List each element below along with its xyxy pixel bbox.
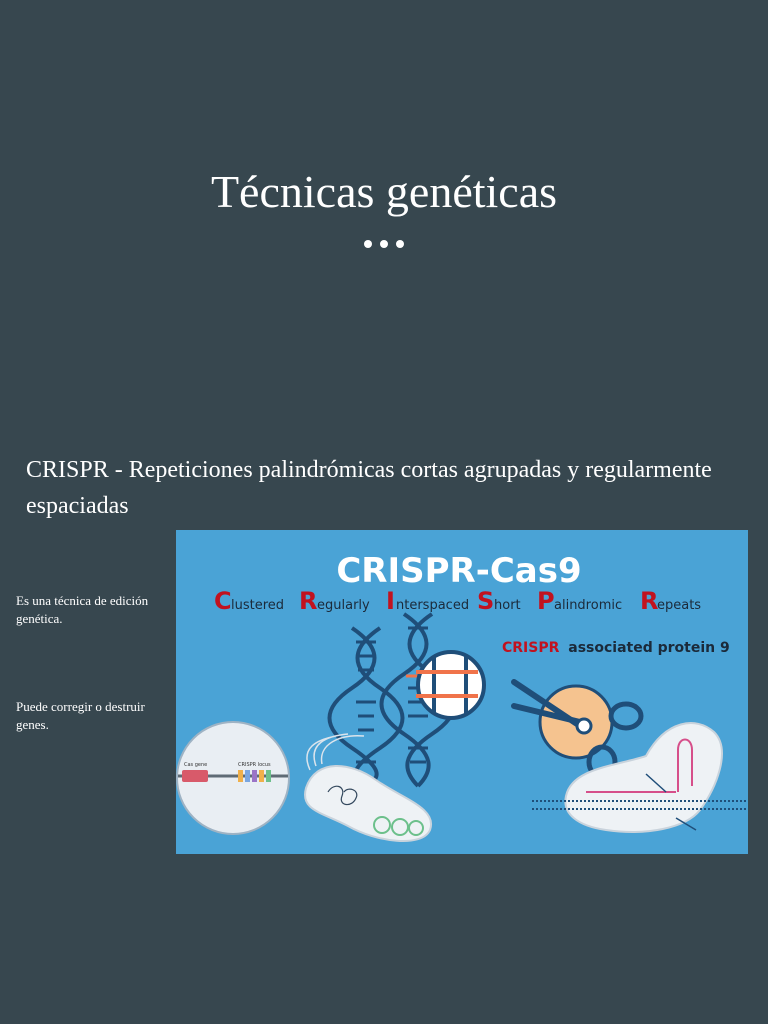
acronym-word: epeats bbox=[657, 598, 701, 613]
acronym-word: egularly bbox=[317, 598, 370, 613]
locus-label: CRISPR locus bbox=[238, 762, 271, 768]
cas9-complex-icon bbox=[532, 722, 748, 833]
acronym-line: C lustered R egularly I nterspaced S hor… bbox=[214, 587, 701, 615]
acronym-initial: R bbox=[299, 587, 317, 615]
section-heading: CRISPR - Repeticiones palindrómicas cort… bbox=[26, 457, 712, 519]
protein-label: CRISPR associated protein 9 bbox=[502, 640, 730, 656]
cas-gene-label: Cas gene bbox=[184, 762, 207, 768]
infographic-heading: CRISPR-Cas9 bbox=[336, 551, 581, 591]
dna-helix-icon bbox=[327, 626, 405, 788]
acronym-initial: C bbox=[214, 587, 232, 615]
acronym-word: lustered bbox=[231, 598, 284, 613]
acronym-initial: R bbox=[640, 587, 658, 615]
acronym-initial: S bbox=[477, 587, 494, 615]
acronym-word: hort bbox=[494, 598, 521, 613]
acronym-word: nterspaced bbox=[396, 598, 469, 613]
bacterium-icon bbox=[303, 733, 433, 842]
acronym-initial: I bbox=[386, 587, 395, 615]
note-function: Puede corregir o destruir genes. bbox=[16, 699, 145, 732]
crispr-locus-icon: Cas gene CRISPR locus bbox=[176, 721, 290, 835]
acronym-initial: P bbox=[537, 587, 555, 615]
more-dots-icon bbox=[364, 240, 404, 250]
acronym-word: alindromic bbox=[554, 598, 622, 613]
slide-title: Técnicas genéticas bbox=[210, 166, 558, 217]
crispr-infographic: CRISPR-Cas9 C lustered R egularly I nter… bbox=[176, 530, 748, 854]
magnifier-icon bbox=[416, 650, 486, 720]
note-definition: Es una técnica de edición genética. bbox=[16, 593, 149, 626]
